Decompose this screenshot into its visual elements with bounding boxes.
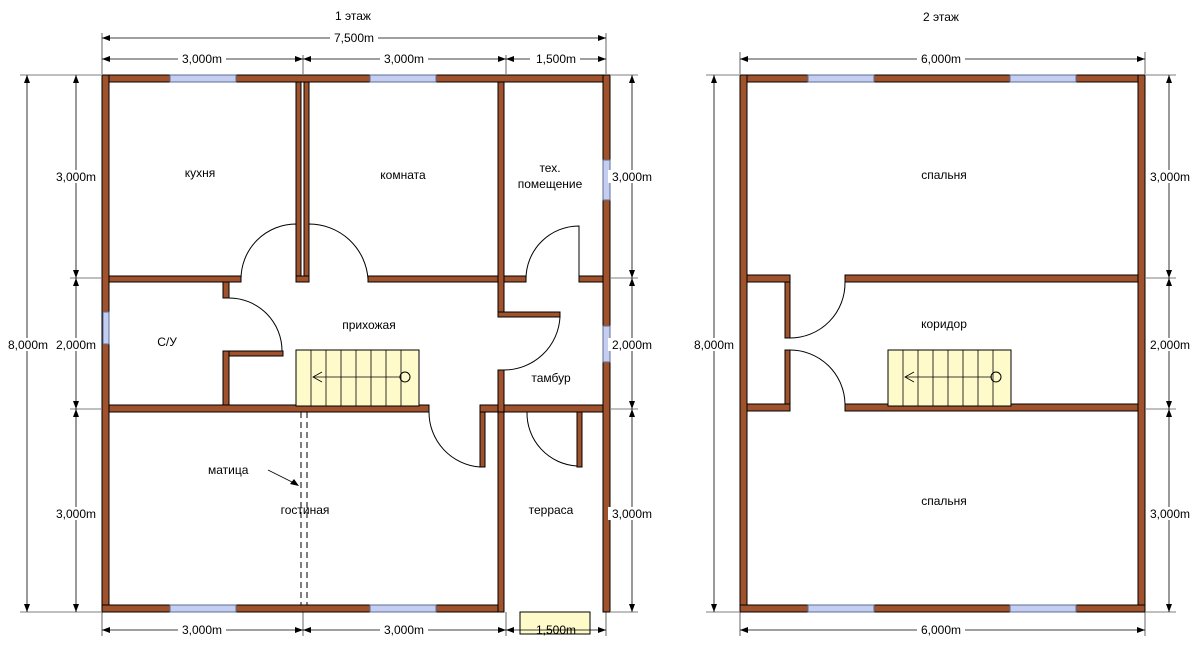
f1-beam-leader [267, 469, 297, 485]
f1-wall-room-bottom [367, 275, 499, 283]
f2-dim-right-3: 3,000m [1150, 507, 1190, 521]
floor-1-plan: 1 этаж [5, 9, 656, 637]
f1-dim-top-2: 3,000m [384, 52, 424, 66]
f1-door-living [428, 411, 481, 468]
f1-dim-total-width: 7,500m [334, 31, 374, 45]
f1-room-room: комната [380, 168, 426, 182]
floor-1-title: 1 этаж [335, 9, 371, 23]
f2-dim-bottom: 6,000m [921, 623, 961, 637]
f1-dims-top [101, 31, 607, 74]
f1-wall-mid-right [479, 404, 604, 413]
f2-dim-right-2: 2,000m [1150, 338, 1190, 352]
f2-wall-door-jamb-a [784, 281, 791, 339]
f1-wall-bottom [101, 604, 503, 613]
f1-terrace-step [519, 611, 591, 635]
f2-wall-right [1137, 74, 1146, 613]
f2-wall-lower-a [746, 403, 791, 412]
f1-dim-right-1: 3,000m [612, 170, 652, 184]
f1-dims-right [608, 74, 656, 613]
f1-room-hall: прихожая [342, 318, 395, 332]
f2-wall-bottom [739, 604, 1146, 613]
f1-door-tech [525, 225, 580, 280]
f1-door-kitchen [240, 223, 297, 280]
f2-room-bedroom-2: спальня [921, 494, 967, 508]
f2-door-bedroom-bottom [789, 349, 846, 405]
f1-stair-steps [310, 350, 411, 406]
f1-dim-left-1: 3,000m [56, 170, 96, 184]
f2-staircase [887, 349, 1012, 407]
f2-dims-bottom [739, 612, 1146, 636]
f1-wall-door-jamb-a [479, 411, 486, 468]
f1-wall-wc-shelf [228, 350, 284, 357]
f1-wall-vestibule-top [497, 311, 561, 318]
f1-wall-wc-right [222, 350, 230, 407]
f1-wall-tech-bottom-b [578, 275, 604, 283]
f2-wall-top [739, 74, 1146, 83]
f1-room-wc: С/У [157, 335, 177, 349]
f2-dims-left [690, 74, 739, 613]
f1-dim-right-2: 2,000m [612, 338, 652, 352]
f1-room-kitchen: кухня [185, 166, 216, 180]
f1-window-wc [102, 311, 110, 345]
f1-dim-bottom-2: 3,000m [384, 623, 424, 637]
f2-dim-total-height: 8,000m [694, 338, 734, 352]
f2-window-top-b [1009, 74, 1077, 83]
f1-dim-left-2: 2,000m [56, 338, 96, 352]
f1-dim-right-3: 3,000m [612, 507, 652, 521]
f1-dims-left [5, 74, 101, 613]
f2-dim-top: 6,000m [921, 52, 961, 66]
f2-door-bedroom-top [789, 281, 846, 339]
f1-staircase [295, 349, 420, 407]
f2-window-bottom-a [807, 604, 875, 613]
f1-wall-room-kitchen [303, 81, 310, 278]
f1-window-living-b [369, 604, 437, 613]
f1-wall-kitchen-room [295, 81, 302, 278]
f1-dim-top-1: 3,000m [182, 52, 222, 66]
f1-window-living-a [169, 604, 237, 613]
f1-window-room [369, 74, 437, 83]
f1-wall-mid-left [108, 404, 430, 413]
f1-wall-room-tech [497, 81, 505, 313]
f1-beam-label: матица [208, 463, 249, 477]
f2-wall-left [739, 74, 748, 613]
f1-room-tech-line1: тех. [539, 161, 560, 175]
f1-wall-tech-bottom-a [503, 275, 527, 283]
f2-room-corridor: коридор [921, 317, 967, 331]
f1-door-wc [228, 297, 283, 352]
f1-window-kitchen [169, 74, 237, 83]
f1-wall-door-jamb-b [576, 411, 583, 468]
f2-window-top-a [807, 74, 875, 83]
f2-window-bottom-b [1009, 604, 1077, 613]
f1-room-living: гостиная [281, 503, 330, 517]
f1-wall-vestibule-stub [497, 369, 505, 413]
f1-door-room [308, 223, 369, 280]
f1-wall-kitchen-bottom-b [295, 275, 310, 283]
floor-2-plan: 2 этаж [690, 10, 1194, 637]
f2-room-bedroom-1: спальня [921, 168, 967, 182]
f1-wall-kitchen-bottom-a [108, 275, 242, 283]
f1-dim-top-3: 1,500m [536, 52, 576, 66]
f1-room-terrace: терраса [529, 503, 574, 517]
f2-stair-steps [902, 350, 1002, 406]
f1-door-terrace [526, 411, 578, 467]
f1-room-vestibule: тамбур [531, 371, 571, 385]
f2-wall-upper-a [746, 274, 791, 283]
f2-wall-upper-b [844, 274, 1139, 283]
f1-door-vestibule [503, 316, 561, 371]
f1-room-tech-line2: помещение [518, 177, 583, 191]
f2-dim-right-1: 3,000m [1150, 170, 1190, 184]
f1-dim-bottom-1: 3,000m [182, 623, 222, 637]
f1-dims-bottom [101, 612, 607, 636]
f1-dim-left-3: 3,000m [56, 507, 96, 521]
f1-dim-total-height: 8,000m [8, 338, 48, 352]
f1-wall-living-terrace [497, 411, 505, 613]
floor-2-title: 2 этаж [923, 10, 959, 24]
f2-wall-door-jamb-b [784, 349, 791, 405]
f1-dim-bottom-3: 1,500m [536, 623, 576, 637]
f1-wall-wc-stub [222, 281, 230, 299]
f2-dims-right [1146, 74, 1194, 613]
f2-dims-top [739, 52, 1146, 74]
f1-beam-arrow [290, 479, 299, 486]
